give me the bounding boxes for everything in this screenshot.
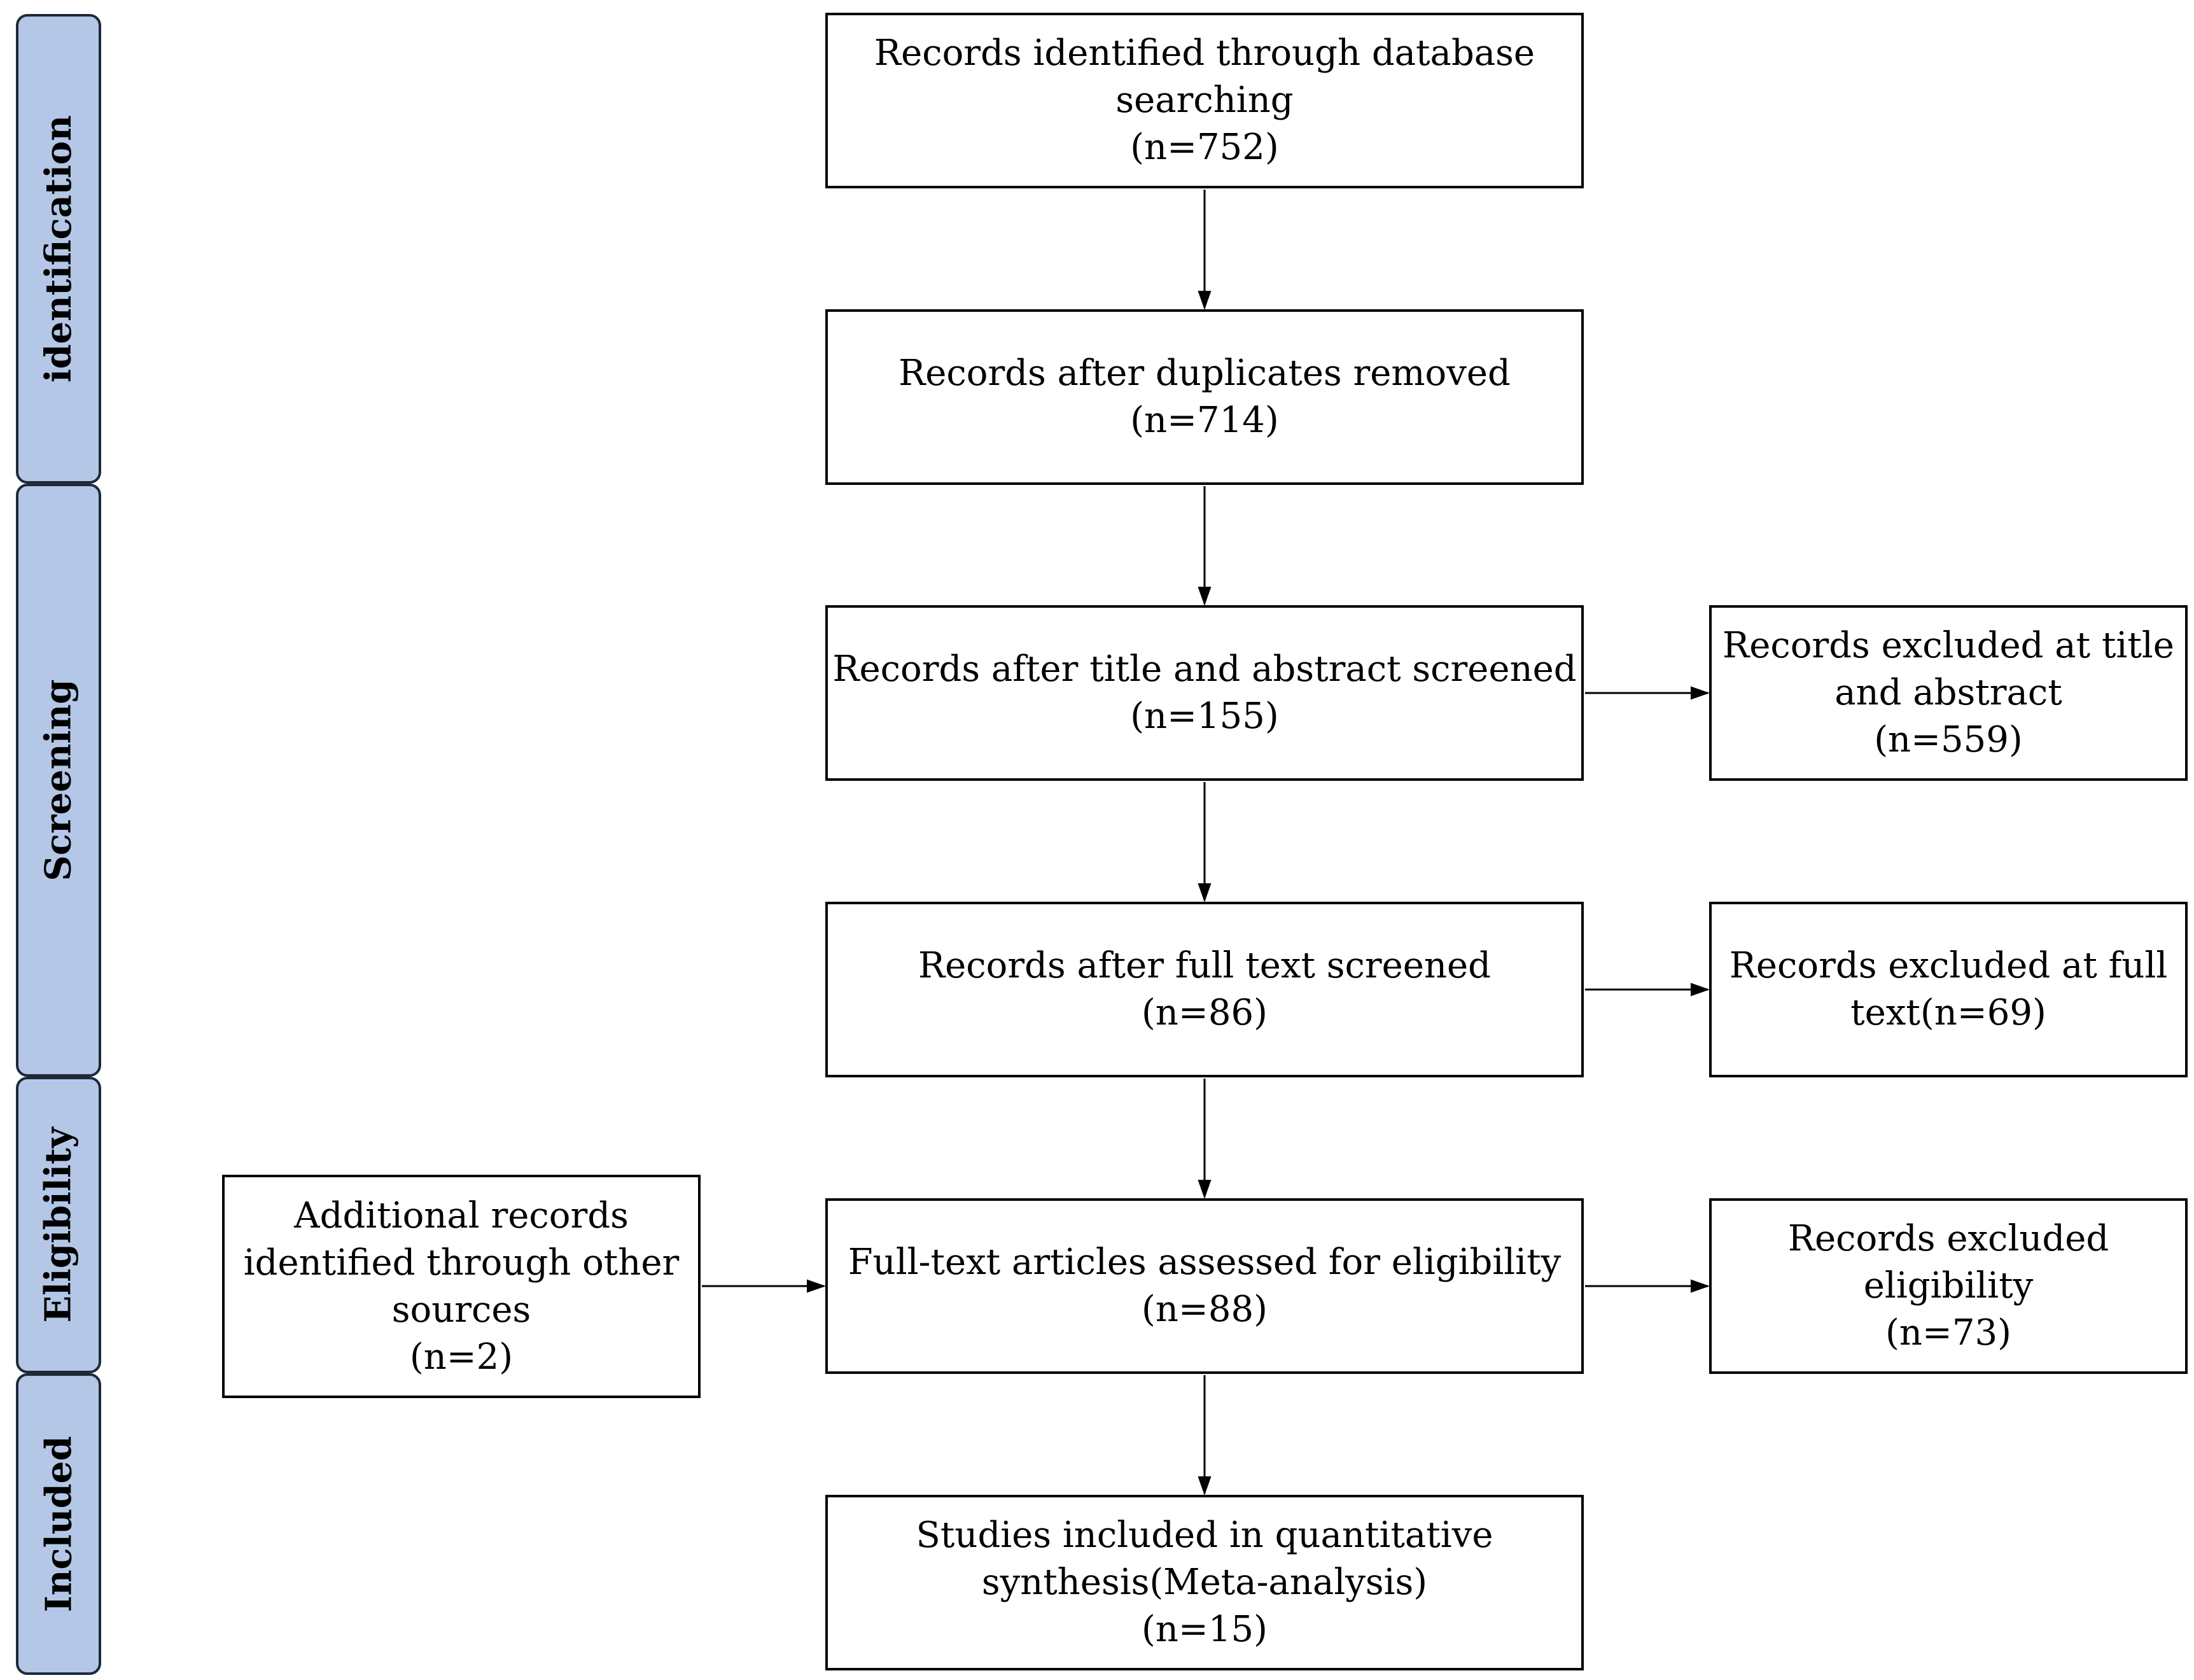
phase-included: Included	[16, 1373, 101, 1675]
box-text-line: synthesis(Meta-analysis)	[981, 1562, 1428, 1603]
box-count: (n=2)	[409, 1336, 514, 1378]
excluded-full-text-box: Records excluded at full text(n=69)	[1709, 902, 2188, 1077]
duplicates-removed-box: Records after duplicates removed (n=714)	[825, 309, 1584, 485]
box-text-line: identified through other	[243, 1242, 680, 1284]
phase-label-included: Included	[38, 1436, 80, 1613]
box-text-line: Records after duplicates removed	[898, 353, 1511, 394]
phase-label-screening: Screening	[38, 679, 80, 881]
phase-label-eligibility: Eligibility	[38, 1127, 80, 1323]
box-count: (n=752)	[1130, 127, 1279, 168]
additional-records-box: Additional records identified through ot…	[222, 1175, 701, 1398]
box-text-line: sources	[391, 1289, 531, 1331]
phase-identification: identification	[16, 14, 101, 484]
box-text-line: and abstract	[1834, 672, 2062, 713]
box-text-line: Records identified through database	[874, 32, 1535, 74]
box-count: (n=559)	[1874, 719, 2023, 760]
box-text-line: Records excluded at full	[1729, 945, 2168, 986]
box-count: (n=86)	[1142, 992, 1268, 1033]
phase-label-identification: identification	[38, 115, 80, 383]
box-text-line: Records excluded at title	[1722, 625, 2174, 666]
included-studies-box: Studies included in quantitative synthes…	[825, 1495, 1584, 1670]
box-text-line: Full-text articles assessed for eligibil…	[848, 1242, 1562, 1283]
box-text-line: Records after title and abstract screene…	[832, 648, 1577, 690]
box-text-line: Records excluded	[1787, 1218, 2109, 1259]
excluded-title-abstract-box: Records excluded at title and abstract (…	[1709, 605, 2188, 781]
box-text-line: Studies included in quantitative	[916, 1515, 1493, 1556]
title-abstract-screened-box: Records after title and abstract screene…	[825, 605, 1584, 781]
box-count: (n=88)	[1142, 1289, 1268, 1330]
phase-screening: Screening	[16, 484, 101, 1077]
box-count: (n=155)	[1130, 696, 1279, 737]
box-text-line: text(n=69)	[1850, 992, 2046, 1033]
box-count: (n=73)	[1885, 1312, 2011, 1354]
full-text-screened-box: Records after full text screened (n=86)	[825, 902, 1584, 1077]
eligibility-assessed-box: Full-text articles assessed for eligibil…	[825, 1198, 1584, 1374]
box-text-line: eligibility	[1863, 1265, 2034, 1306]
box-count: (n=15)	[1142, 1609, 1268, 1650]
box-text-line: Additional records	[294, 1194, 629, 1236]
box-text-line: Records after full text screened	[918, 945, 1492, 986]
excluded-eligibility-box: Records excluded eligibility (n=73)	[1709, 1198, 2188, 1374]
box-text-line: searching	[1115, 80, 1294, 121]
database-search-box: Records identified through database sear…	[825, 13, 1584, 188]
phase-eligibility: Eligibility	[16, 1077, 101, 1373]
box-count: (n=714)	[1130, 400, 1279, 441]
